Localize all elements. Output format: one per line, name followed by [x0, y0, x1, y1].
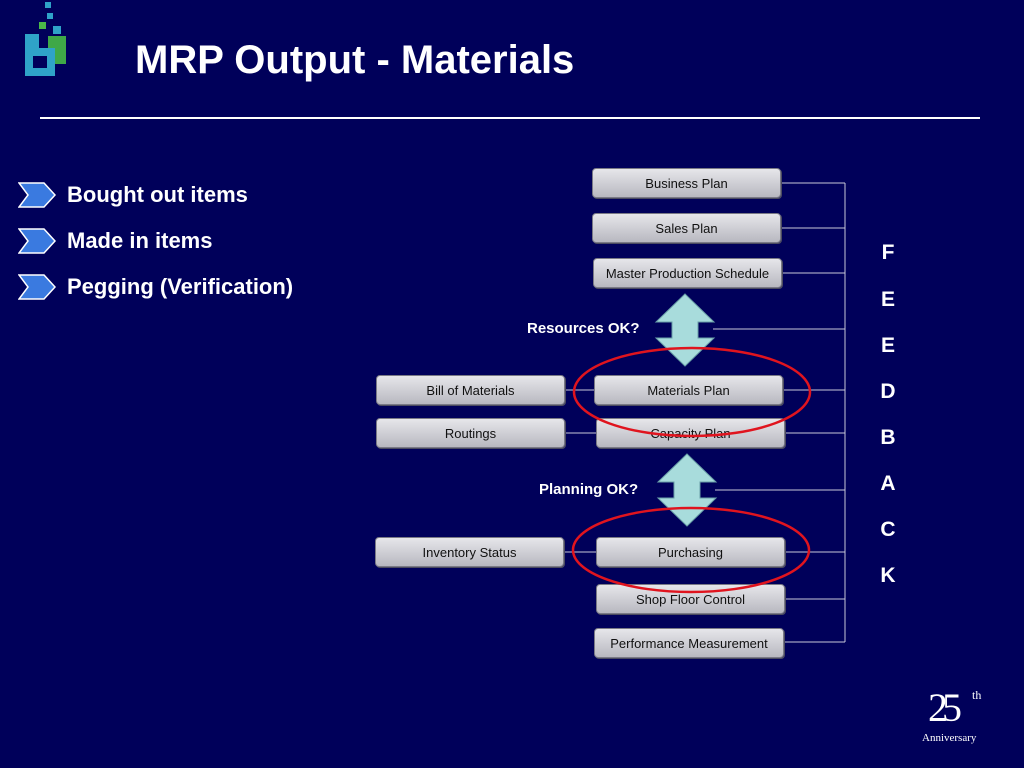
anniversary-number: 25 — [928, 685, 962, 730]
title-divider — [40, 117, 980, 119]
box-purchasing: Purchasing — [596, 537, 785, 567]
box-materials-plan: Materials Plan — [594, 375, 783, 405]
bullet-text: Bought out items — [67, 182, 248, 207]
slide-title: MRP Output - Materials — [135, 38, 575, 82]
anniversary-badge: 25 th Anniversary — [912, 684, 992, 746]
anniversary-label: Anniversary — [922, 732, 977, 744]
feedback-letter: E — [880, 288, 895, 311]
box-business-plan: Business Plan — [592, 168, 781, 198]
bullet-item: Bought out items — [18, 180, 248, 210]
box-capacity-plan: Capacity Plan — [596, 418, 785, 448]
feedback-letter: B — [880, 426, 896, 449]
box-performance-measurement: Performance Measurement — [594, 628, 784, 658]
bullet-text: Made in items — [67, 228, 213, 253]
feedback-letter: D — [880, 380, 896, 403]
bullet-item: Made in items — [18, 226, 212, 256]
feedback-letter: C — [880, 518, 896, 541]
feedback-letter: K — [880, 564, 896, 587]
check-label-planning: Planning OK? — [539, 481, 639, 498]
box-bill-of-materials: Bill of Materials — [376, 375, 565, 405]
anniversary-suffix: th — [972, 688, 982, 702]
feedback-letter: F — [881, 241, 895, 264]
box-routings: Routings — [376, 418, 565, 448]
chevron-right-icon — [18, 182, 56, 208]
check-label-resources: Resources OK? — [527, 320, 640, 337]
box-sales-plan: Sales Plan — [592, 213, 781, 243]
chevron-right-icon — [18, 228, 56, 254]
box-inventory-status: Inventory Status — [375, 537, 564, 567]
bullet-item: Pegging (Verification) — [18, 272, 293, 302]
feedback-letter: E — [880, 334, 895, 357]
box-shop-floor-control: Shop Floor Control — [596, 584, 785, 614]
highlight-ellipse — [571, 506, 811, 594]
highlight-ellipse — [572, 346, 812, 438]
logo-icon — [25, 2, 66, 76]
chevron-right-icon — [18, 274, 56, 300]
feedback-letter: A — [880, 472, 896, 495]
box-master-production-schedule: Master Production Schedule — [593, 258, 782, 288]
bullet-text: Pegging (Verification) — [67, 274, 294, 299]
